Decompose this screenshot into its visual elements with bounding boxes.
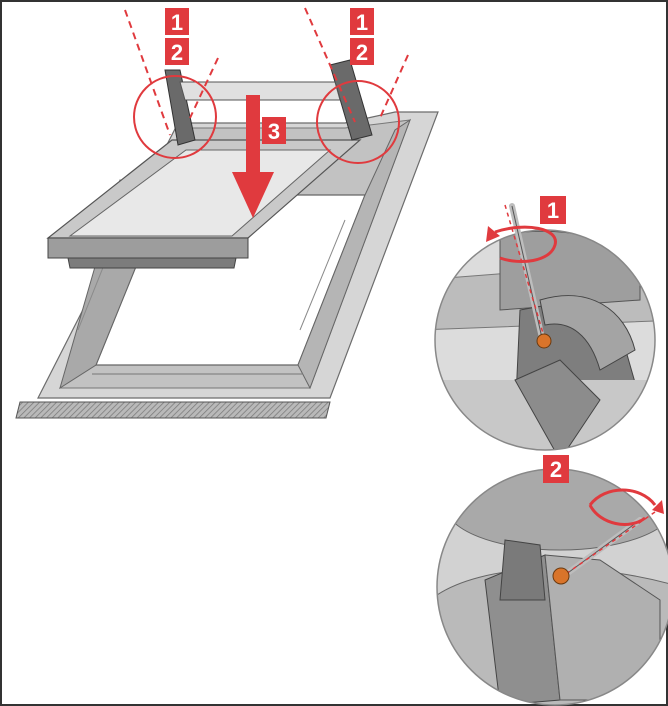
hinge-circle-left [133, 75, 217, 159]
sash-glass [68, 149, 332, 237]
svg-text:2: 2 [550, 457, 562, 482]
svg-text:1: 1 [547, 198, 559, 223]
badge-detail-1: 1 [540, 196, 566, 224]
svg-text:1: 1 [171, 10, 183, 35]
badge-main-left-1: 1 [165, 8, 189, 35]
badge-main-left-2: 2 [165, 38, 189, 65]
detail-view-remove [436, 468, 668, 706]
dash-line-right-2 [379, 54, 409, 119]
dash-line-right-1 [304, 7, 356, 123]
rotate-arrowhead-top [486, 226, 500, 242]
right-rail [297, 118, 412, 390]
badge-arrow-3: 3 [262, 117, 286, 144]
svg-text:2: 2 [356, 40, 368, 65]
svg-text:3: 3 [268, 119, 280, 144]
svg-text:1: 1 [356, 10, 368, 35]
screw-icon-2 [552, 567, 570, 585]
screwdriver-icon-2 [562, 517, 643, 578]
top-cover [179, 81, 341, 101]
hinge-circle-right [316, 80, 400, 164]
svg-text:2: 2 [171, 40, 183, 65]
down-arrow-icon [232, 95, 274, 218]
hinge-right [329, 59, 373, 141]
rail-detail-right [299, 219, 346, 331]
sash-bottom-bar [47, 237, 249, 259]
badge-main-right-1: 1 [350, 8, 374, 35]
roof-base [15, 401, 331, 419]
direction-lines [124, 7, 409, 136]
hinge-left [164, 69, 196, 146]
badge-detail-2: 2 [543, 455, 569, 483]
roof-window-main [15, 59, 439, 419]
badge-main-right-2: 2 [350, 38, 374, 65]
screw-icon [536, 333, 552, 349]
sash-handle-bar [67, 257, 237, 269]
dash-line-left-1 [124, 9, 171, 136]
rotate-arrow-icon-2 [588, 488, 657, 526]
rotate-arrow-icon [494, 225, 557, 264]
rotate-arrowhead-bottom [652, 500, 664, 514]
detail-view-loosen [434, 203, 656, 451]
